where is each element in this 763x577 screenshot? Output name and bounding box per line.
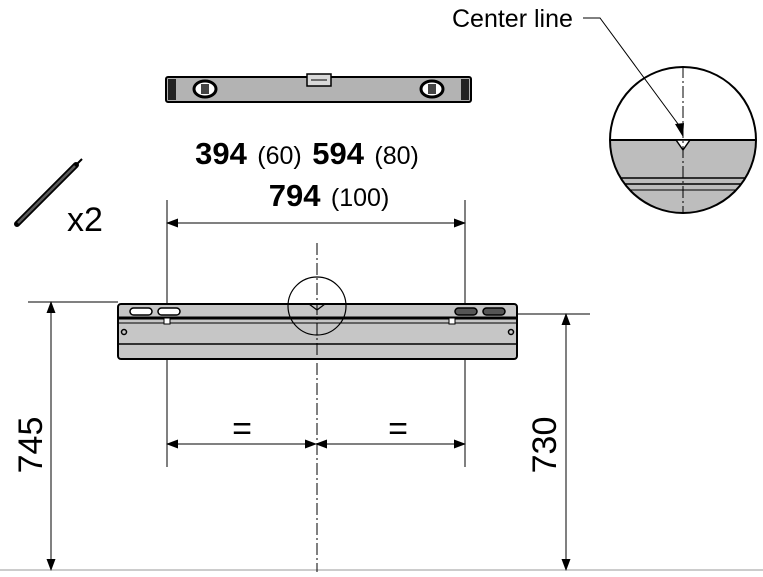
width-794: 794: [269, 178, 321, 213]
height-label-730: 730: [526, 417, 564, 474]
width-594-sub: (80): [374, 142, 418, 170]
center-line-leader: [583, 17, 684, 137]
width-label-row1: 394 (60) 594 (80): [195, 136, 419, 171]
width-394: 394: [195, 136, 247, 171]
quantity-label: x2: [67, 201, 103, 239]
width-394-sub: (60): [257, 142, 301, 170]
extension-lines: [0, 200, 763, 571]
center-line-label: Center line: [452, 5, 573, 33]
equal-label-left: =: [232, 410, 252, 448]
width-label-row2: 794 (100): [269, 178, 390, 213]
equal-label-right: =: [388, 410, 408, 448]
detail-magnifier: [609, 66, 757, 214]
spirit-level-icon: [165, 73, 472, 103]
pencil-icon: [14, 158, 83, 227]
width-594: 594: [312, 136, 364, 171]
height-label-745: 745: [12, 417, 50, 474]
width-794-sub: (100): [331, 184, 389, 212]
